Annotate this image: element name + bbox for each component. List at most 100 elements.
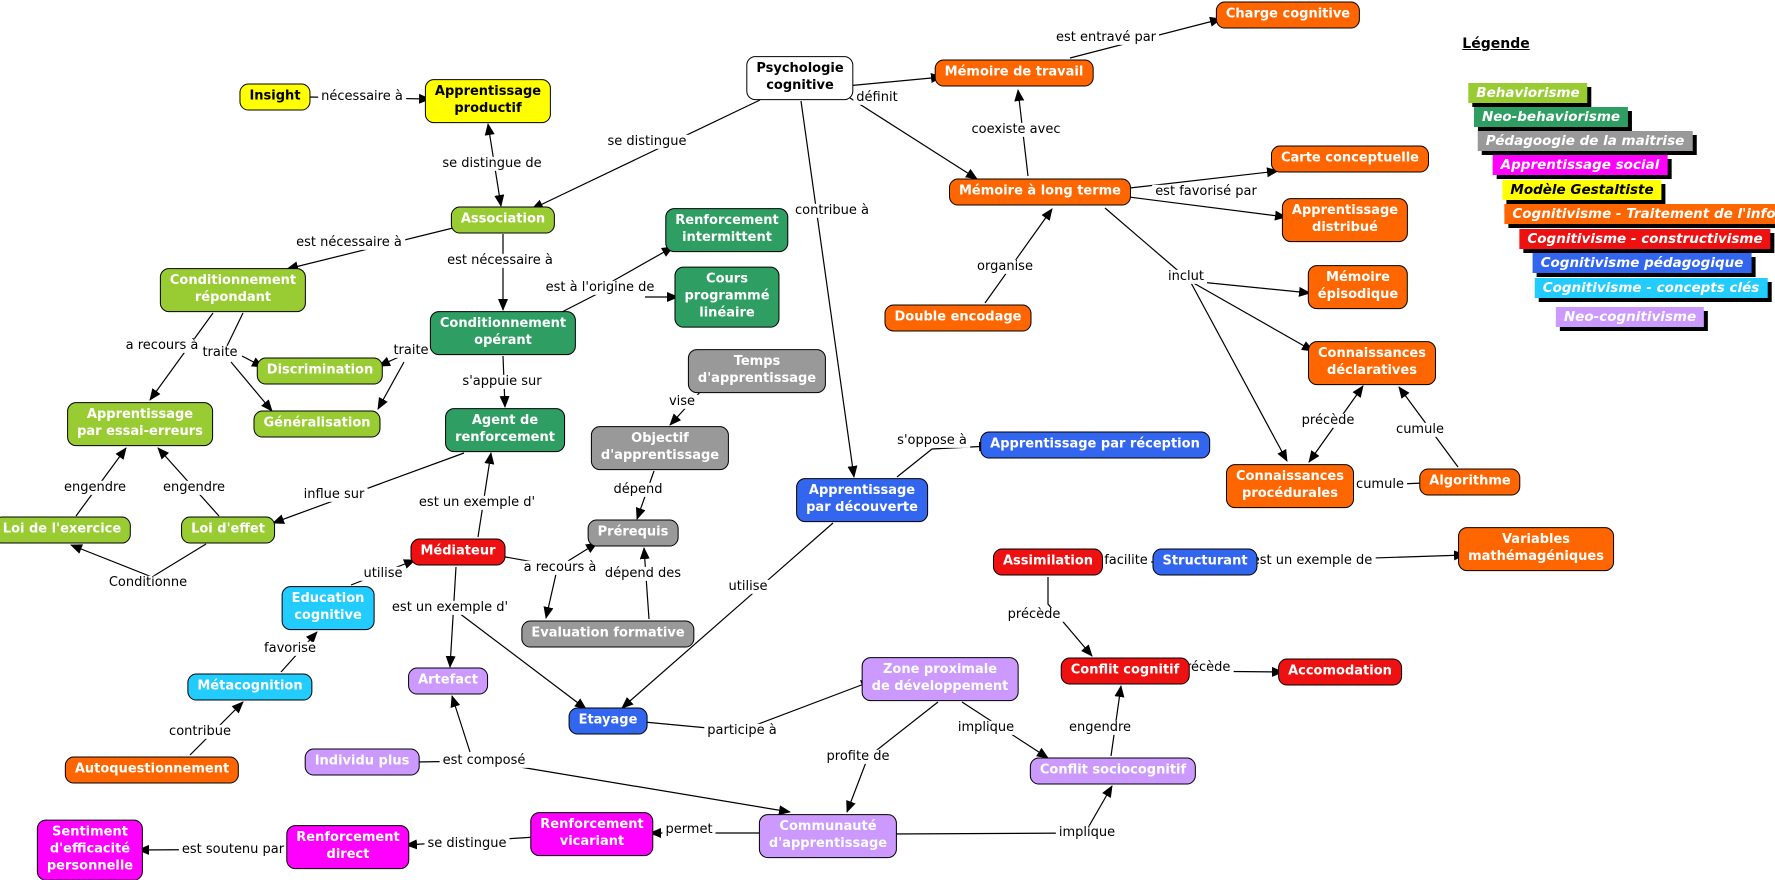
node-connaissances-procedurales[interactable]: Connaissances procédurales xyxy=(1226,464,1354,508)
node-renforcement-vicariant[interactable]: Renforcement vicariant xyxy=(530,812,654,856)
edge-label[interactable]: engendre xyxy=(159,480,229,496)
edge-label[interactable]: nécessaire à xyxy=(318,89,406,105)
node-renforcement-direct[interactable]: Renforcement direct xyxy=(286,825,410,869)
node-objectif-apprentissage[interactable]: Objectif d'apprentissage xyxy=(590,426,730,470)
edge-label[interactable]: utilise xyxy=(360,566,406,582)
edge-label[interactable]: est un exemple d' xyxy=(415,495,539,511)
node-apprentissage-par-reception[interactable]: Apprentissage par réception xyxy=(980,431,1210,459)
edge-label[interactable]: s'oppose à xyxy=(894,433,970,449)
node-loi-de-l-exercice[interactable]: Loi de l'exercice xyxy=(0,516,132,544)
node-mediateur[interactable]: Médiateur xyxy=(410,538,506,566)
edge-label[interactable]: se distingue de xyxy=(439,156,545,172)
edge-label[interactable]: est soutenu par xyxy=(178,842,288,858)
edge-label[interactable]: est à l'origine de xyxy=(542,280,658,296)
edge-label[interactable]: implique xyxy=(1055,825,1119,841)
node-generalisation[interactable]: Généralisation xyxy=(253,410,381,438)
edge-label[interactable]: contribue à xyxy=(792,203,872,219)
node-variables-mathemageniques[interactable]: Variables mathémagéniques xyxy=(1458,527,1614,571)
edge-label[interactable]: dépend des xyxy=(601,566,685,582)
edge-label[interactable]: est un exemple de xyxy=(1248,553,1376,569)
node-autoquestionnement[interactable]: Autoquestionnement xyxy=(64,756,240,784)
edge-label[interactable]: organise xyxy=(974,259,1036,275)
node-memoire-episodique[interactable]: Mémoire épisodique xyxy=(1307,265,1409,309)
node-accomodation[interactable]: Accomodation xyxy=(1278,658,1402,686)
edge-label[interactable]: est un exemple d' xyxy=(388,600,512,616)
edge-label[interactable]: profite de xyxy=(823,749,893,765)
edge-label[interactable]: influe sur xyxy=(300,487,368,503)
node-evaluation-formative[interactable]: Evaluation formative xyxy=(521,620,695,648)
node-algorithme[interactable]: Algorithme xyxy=(1419,468,1521,496)
node-conflit-sociocognitif[interactable]: Conflit sociocognitif xyxy=(1029,757,1197,785)
edge-line xyxy=(70,543,207,578)
edge-label[interactable]: précède xyxy=(1298,413,1358,429)
edge-label[interactable]: est nécessaire à xyxy=(444,253,556,269)
node-memoire-de-travail[interactable]: Mémoire de travail xyxy=(934,59,1094,87)
node-conflit-cognitif[interactable]: Conflit cognitif xyxy=(1060,657,1190,685)
edge-label[interactable]: dépend xyxy=(610,482,666,498)
edge-line xyxy=(445,566,457,668)
node-discrimination[interactable]: Discrimination xyxy=(256,357,384,385)
edge-label[interactable]: cumule xyxy=(1393,422,1447,438)
edge-label[interactable]: vise xyxy=(665,394,699,410)
node-conditionnement-repondant[interactable]: Conditionnement répondant xyxy=(159,268,307,312)
edge-label[interactable]: a recours à xyxy=(122,338,202,354)
edge-label[interactable]: inclut xyxy=(1165,269,1207,285)
edge-label[interactable]: est entravé par xyxy=(1052,30,1160,46)
edge-label[interactable]: engendre xyxy=(60,480,130,496)
edge-label[interactable]: précède xyxy=(1174,660,1234,676)
node-insight[interactable]: Insight xyxy=(239,83,311,111)
edge-label[interactable]: est composé xyxy=(439,753,529,769)
node-artefact[interactable]: Artefact xyxy=(408,667,488,695)
node-association[interactable]: Association xyxy=(450,206,556,234)
edge-label[interactable]: cumule xyxy=(1353,477,1407,493)
node-conditionnement-operant[interactable]: Conditionnement opérant xyxy=(429,311,577,355)
node-double-encodage[interactable]: Double encodage xyxy=(884,304,1032,332)
edge-label[interactable]: se distingue xyxy=(604,134,690,150)
node-connaissances-declaratives[interactable]: Connaissances déclaratives xyxy=(1308,341,1436,385)
node-temps-apprentissage[interactable]: Temps d'apprentissage xyxy=(687,349,827,393)
node-structurant[interactable]: Structurant xyxy=(1152,548,1258,576)
edge-label[interactable]: est nécessaire à xyxy=(293,235,405,251)
node-apprentissage-productif[interactable]: Apprentissage productif xyxy=(424,79,552,123)
node-renforcement-intermittent[interactable]: Renforcement intermittent xyxy=(665,208,789,252)
node-assimilation[interactable]: Assimilation xyxy=(992,548,1104,576)
edge-label[interactable]: utilise xyxy=(725,579,771,595)
edge-label[interactable]: permet xyxy=(662,822,716,838)
edge-label[interactable]: facilite xyxy=(1101,553,1151,569)
node-apprentissage-essai-erreurs[interactable]: Apprentissage par essai-erreurs xyxy=(67,402,213,446)
node-apprentissage-par-decouverte[interactable]: Apprentissage par découverte xyxy=(796,478,928,522)
legend-item: Behaviorisme xyxy=(1468,83,1588,103)
edge-label[interactable]: favorise xyxy=(261,641,319,657)
edge-label[interactable]: participe à xyxy=(704,723,780,739)
node-agent-de-renforcement[interactable]: Agent de renforcement xyxy=(445,408,565,452)
edge-line xyxy=(603,246,674,287)
edge-label[interactable]: Conditionne xyxy=(105,575,191,591)
edge-label[interactable]: contribue xyxy=(166,724,234,740)
edge-label[interactable]: définit xyxy=(853,90,901,106)
edge-label[interactable]: a recours à xyxy=(520,560,600,576)
edge-label[interactable]: traite xyxy=(199,345,241,361)
node-metacognition[interactable]: Métacognition xyxy=(187,673,313,701)
edge-label[interactable]: s'appuie sur xyxy=(459,374,545,390)
edge-label[interactable]: traite xyxy=(390,343,432,359)
node-apprentissage-distribue[interactable]: Apprentissage distribué xyxy=(1281,198,1409,242)
edge-label[interactable]: précède xyxy=(1004,607,1064,623)
edge-label[interactable]: implique xyxy=(954,720,1018,736)
node-prerequis[interactable]: Prérequis xyxy=(587,519,679,547)
node-charge-cognitive[interactable]: Charge cognitive xyxy=(1215,1,1361,29)
edge-label[interactable]: est favorisé par xyxy=(1152,184,1260,200)
node-sentiment-efficacite[interactable]: Sentiment d'efficacité personnelle xyxy=(36,819,144,880)
node-education-cognitive[interactable]: Education cognitive xyxy=(281,586,375,630)
edge-label[interactable]: engendre xyxy=(1065,720,1135,736)
node-carte-conceptuelle[interactable]: Carte conceptuelle xyxy=(1270,145,1430,173)
node-psychologie-cognitive[interactable]: Psychologie cognitive xyxy=(746,56,854,100)
node-memoire-a-long-terme[interactable]: Mémoire à long terme xyxy=(948,178,1132,206)
edge-label[interactable]: coexiste avec xyxy=(968,122,1064,138)
node-individu-plus[interactable]: Individu plus xyxy=(304,748,420,776)
node-zone-proximale[interactable]: Zone proximale de développement xyxy=(861,657,1019,701)
node-loi-d-effet[interactable]: Loi d'effet xyxy=(181,516,275,544)
node-etayage[interactable]: Etayage xyxy=(568,707,648,735)
node-cours-programme-lineaire[interactable]: Cours programmé linéaire xyxy=(674,266,780,328)
node-communaute-apprentissage[interactable]: Communauté d'apprentissage xyxy=(758,814,898,858)
edge-label[interactable]: se distingue xyxy=(424,836,510,852)
